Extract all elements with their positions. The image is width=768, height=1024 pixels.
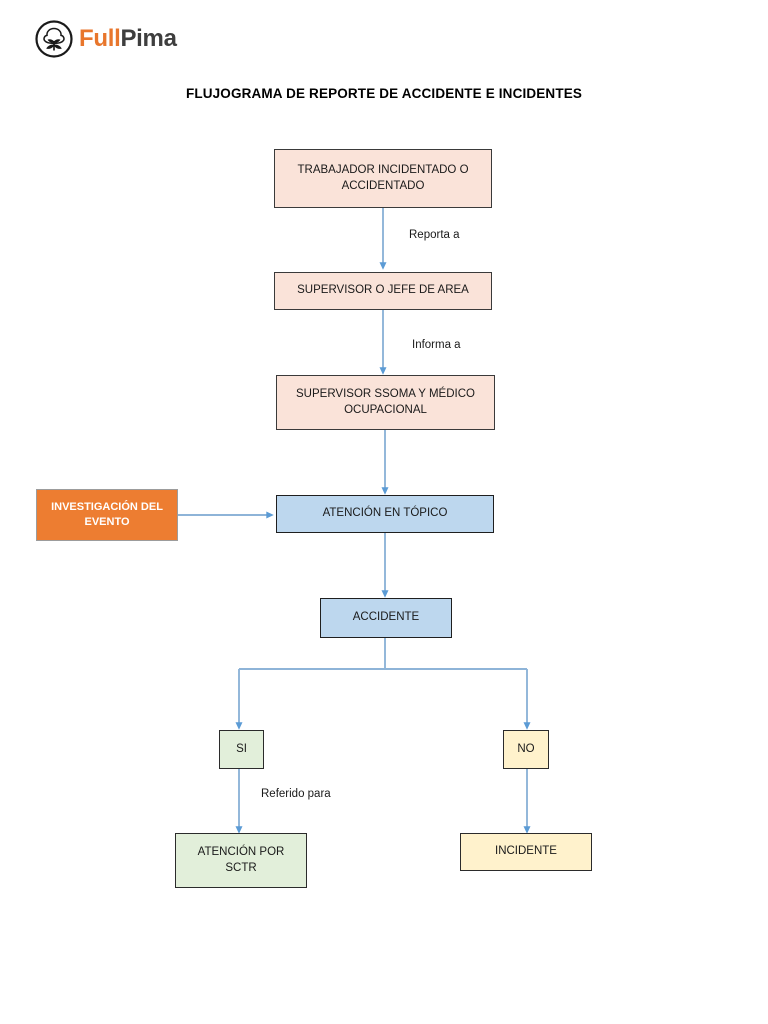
node-supervisor-jefe-area[interactable]: SUPERVISOR O JEFE DE AREA — [274, 272, 492, 310]
logo-word-pima: Pima — [120, 25, 177, 52]
edge-label-informa-a: Informa a — [412, 339, 461, 351]
node-atencion-topico[interactable]: ATENCIÓN EN TÓPICO — [276, 495, 494, 533]
logo-word-full: Full — [79, 25, 121, 52]
node-incidente[interactable]: INCIDENTE — [460, 833, 592, 871]
node-si[interactable]: SI — [219, 730, 264, 769]
node-accidente[interactable]: ACCIDENTE — [320, 598, 452, 638]
cotton-boll-icon — [35, 20, 73, 58]
logo-wordmark: FullPima — [79, 27, 177, 51]
node-investigacion-evento[interactable]: INVESTIGACIÓN DEL EVENTO — [36, 489, 178, 541]
node-trabajador-incidentado[interactable]: TRABAJADOR INCIDENTADO O ACCIDENTADO — [274, 149, 492, 208]
node-supervisor-ssoma[interactable]: SUPERVISOR SSOMA Y MÉDICO OCUPACIONAL — [276, 375, 495, 430]
node-no[interactable]: NO — [503, 730, 549, 769]
company-logo: FullPima — [34, 14, 177, 64]
node-atencion-sctr[interactable]: ATENCIÓN POR SCTR — [175, 833, 307, 888]
edge-label-reporta-a: Reporta a — [409, 229, 460, 241]
edge-label-referido-para: Referido para — [261, 788, 331, 800]
page-title: FLUJOGRAMA DE REPORTE DE ACCIDENTE E INC… — [185, 86, 583, 101]
